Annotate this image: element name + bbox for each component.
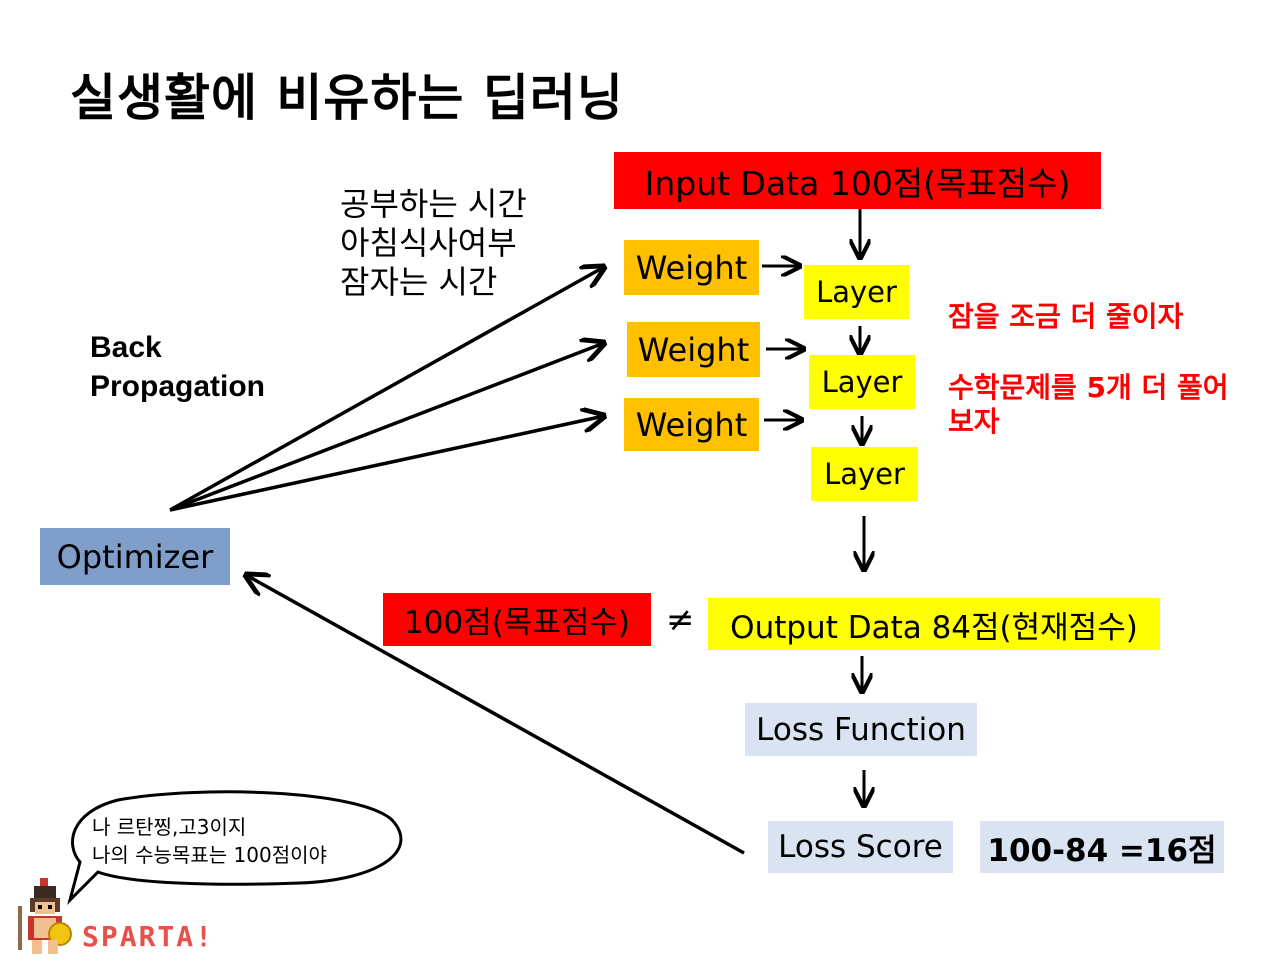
arrow-loss-score-to-optimizer [246, 575, 745, 855]
not-equal-sign: ≠ [666, 600, 695, 640]
advice-line-1: 잠을 조금 더 줄이자 [948, 300, 1184, 333]
speech-bubble [67, 790, 403, 905]
loss-function-box: Loss Function [745, 703, 977, 756]
output-data-box: Output Data 84점(현재점수) [708, 598, 1160, 650]
arrow-optimizer-to-weight2 [169, 343, 604, 512]
bp-line: Back [90, 331, 162, 364]
layer-box-3: Layer [811, 447, 918, 501]
weight-box-2: Weight [627, 322, 760, 377]
advice-line-2: 수학문제를 5개 더 풀어 [948, 371, 1229, 404]
arrow-optimizer-to-weight1 [169, 267, 604, 512]
score-calculation-box: 100-84 =16점 [980, 821, 1224, 873]
advice-line-3: 보자 [948, 405, 1000, 438]
back-propagation-label: Back Propagation [90, 328, 265, 406]
input-features-note: 공부하는 시간 아침식사여부 잠자는 시간 [340, 185, 527, 302]
sparta-logo: SPARTA! [82, 920, 215, 953]
speech-text: 나 르탄찡,고3이지 나의 수능목표는 100점이야 [92, 813, 327, 869]
note-line: 공부하는 시간 [340, 185, 527, 223]
layer-box-1: Layer [804, 265, 909, 319]
loss-score-box: Loss Score [768, 821, 953, 873]
speech-line: 나 르탄찡,고3이지 [92, 815, 247, 839]
layer-box-2: Layer [809, 355, 915, 409]
note-line: 아침식사여부 [340, 224, 517, 262]
speech-line: 나의 수능목표는 100점이야 [92, 843, 327, 867]
arrow-optimizer-to-weight3 [169, 416, 604, 512]
input-data-box: Input Data 100점(목표점수) [614, 152, 1101, 209]
target-score-box: 100점(목표점수) [383, 593, 651, 646]
page-title: 실생활에 비유하는 딥러닝 [70, 69, 624, 127]
bp-line: Propagation [90, 370, 266, 403]
spartan-warrior-icon [18, 878, 72, 954]
weight-box-3: Weight [624, 398, 759, 451]
weight-box-1: Weight [624, 240, 759, 295]
note-line: 잠자는 시간 [340, 263, 498, 301]
optimizer-box: Optimizer [40, 528, 230, 585]
